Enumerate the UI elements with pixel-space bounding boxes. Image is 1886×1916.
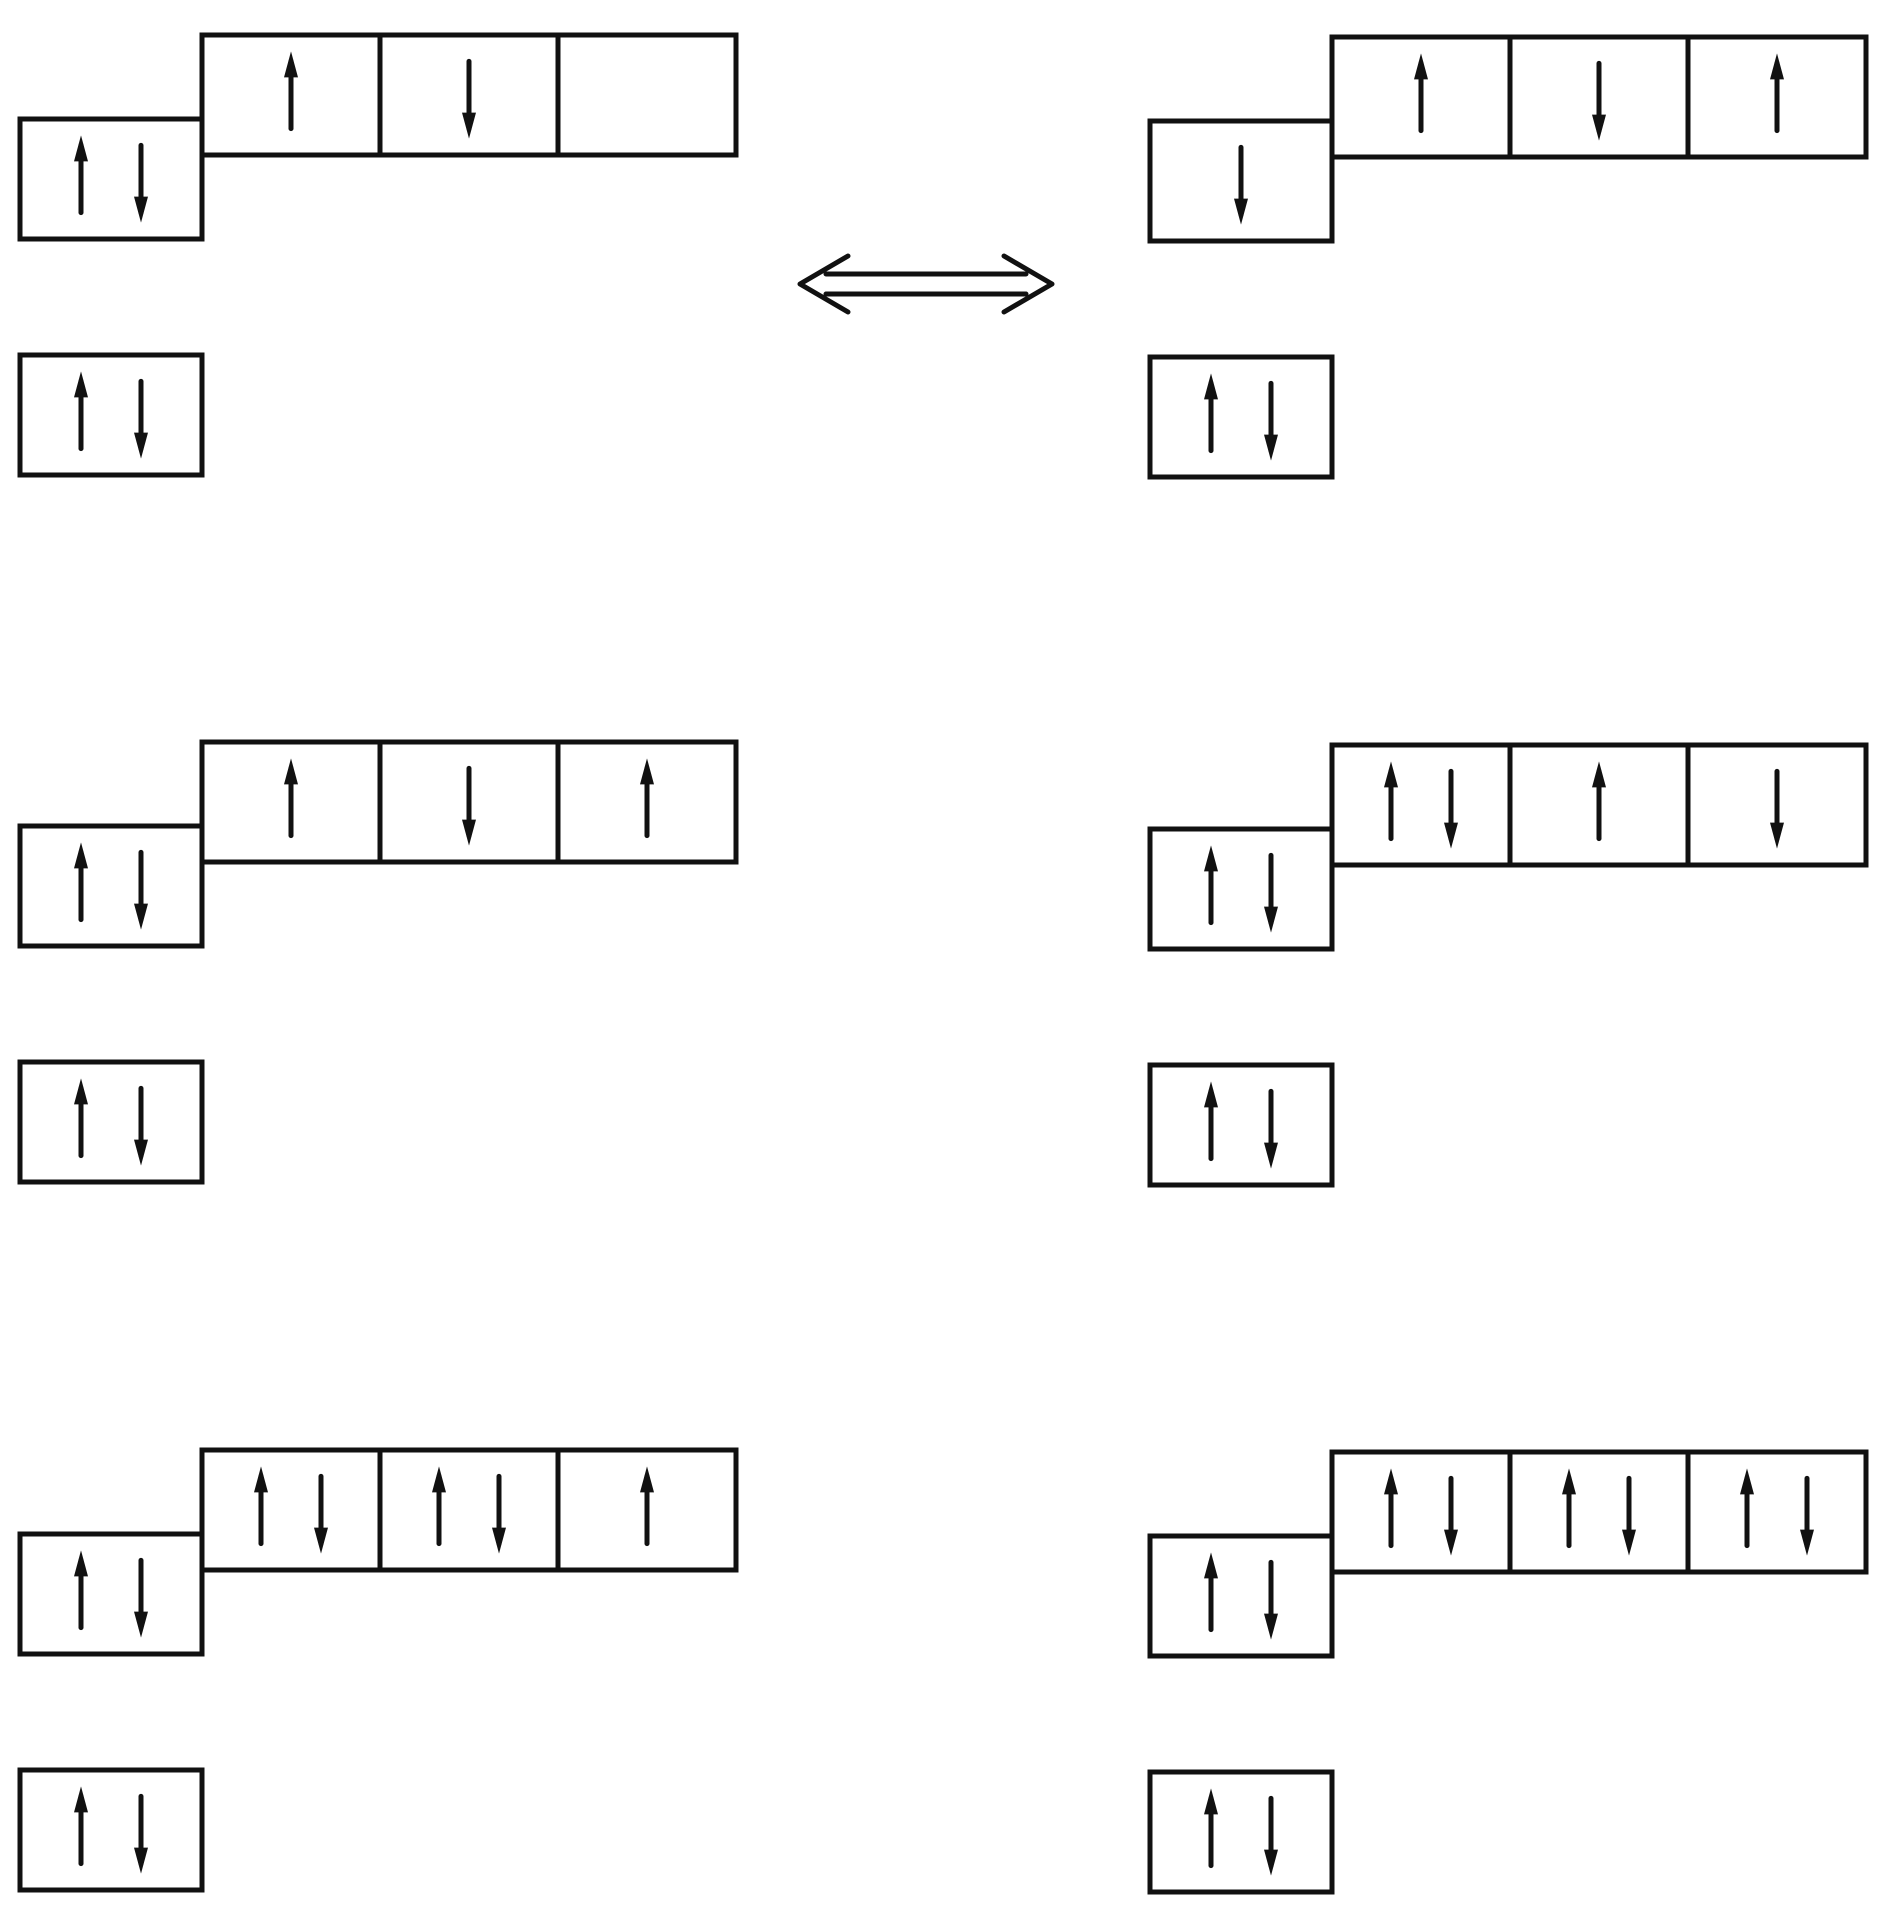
spin-up-arrow [74,842,88,923]
spin-down-arrow [1622,1475,1636,1556]
p-orbital-box [1685,1449,1869,1575]
spin-down-arrow [134,849,148,930]
spin-up-arrow [1562,1468,1576,1549]
spin-up-arrow [1384,1468,1398,1549]
spin-up-arrow [1770,53,1784,134]
spin-down-arrow [1264,852,1278,933]
spin-down-arrow [134,1793,148,1874]
spin-up-arrow [74,1550,88,1631]
spin-down-arrow [462,58,476,139]
p-orbital-box [555,739,739,865]
p-orbital-box [555,1447,739,1573]
spin-up-arrow [640,758,654,839]
inner-s-orbital-box [1147,1769,1335,1895]
exchange-arrow [797,253,1055,315]
spin-down-arrow [314,1473,328,1554]
spin-down-arrow [1800,1475,1814,1556]
spin-down-arrow [134,1085,148,1166]
spin-up-arrow [1592,761,1606,842]
spin-down-arrow [1234,144,1248,225]
configuration-row3-left [17,1447,739,1893]
s-orbital-box [1147,118,1335,244]
spin-down-arrow [1444,768,1458,849]
spin-down-arrow [134,378,148,459]
p-orbital-box [1507,1449,1691,1575]
spin-up-arrow [1204,845,1218,926]
spin-down-arrow [134,142,148,223]
spin-up-arrow [74,1078,88,1159]
configuration-row2-left [17,739,739,1185]
spin-up-arrow [284,51,298,132]
p-orbital-box [555,32,739,158]
configuration-row2-right [1147,742,1869,1188]
p-orbital-box [1685,34,1869,160]
spin-down-arrow [1264,380,1278,461]
spin-up-arrow [74,1786,88,1867]
s-orbital-box [1147,1533,1335,1659]
p-orbital-box [1685,742,1869,868]
spin-up-arrow [432,1466,446,1547]
spin-down-arrow [134,1557,148,1638]
inner-s-orbital-box [17,352,205,478]
s-orbital-box [1147,826,1335,952]
spin-down-arrow [1264,1795,1278,1876]
spin-down-arrow [1444,1475,1458,1556]
spin-up-arrow [254,1466,268,1547]
inner-s-orbital-box [17,1767,205,1893]
configuration-row1-left [17,32,739,478]
spin-up-arrow [1740,1468,1754,1549]
s-orbital-box [17,116,205,242]
spin-up-arrow [1204,1788,1218,1869]
spin-up-arrow [74,371,88,452]
spin-down-arrow [1592,60,1606,141]
spin-down-arrow [1770,768,1784,849]
double-headed-arrow-icon [797,253,1055,315]
configurations [17,32,1869,1895]
spin-up-arrow [284,758,298,839]
spin-down-arrow [462,765,476,846]
spin-up-arrow [640,1466,654,1547]
spin-up-arrow [1204,1081,1218,1162]
s-orbital-box [17,823,205,949]
spin-down-arrow [1264,1088,1278,1169]
spin-down-arrow [492,1473,506,1554]
spin-up-arrow [1384,761,1398,842]
inner-s-orbital-box [17,1059,205,1185]
spin-up-arrow [1204,1552,1218,1633]
configuration-row1-right [1147,34,1869,480]
spin-up-arrow [1414,53,1428,134]
configuration-row3-right [1147,1449,1869,1895]
spin-up-arrow [74,135,88,216]
spin-up-arrow [1204,373,1218,454]
inner-s-orbital-box [1147,354,1335,480]
inner-s-orbital-box [1147,1062,1335,1188]
spin-down-arrow [1264,1559,1278,1640]
s-orbital-box [17,1531,205,1657]
